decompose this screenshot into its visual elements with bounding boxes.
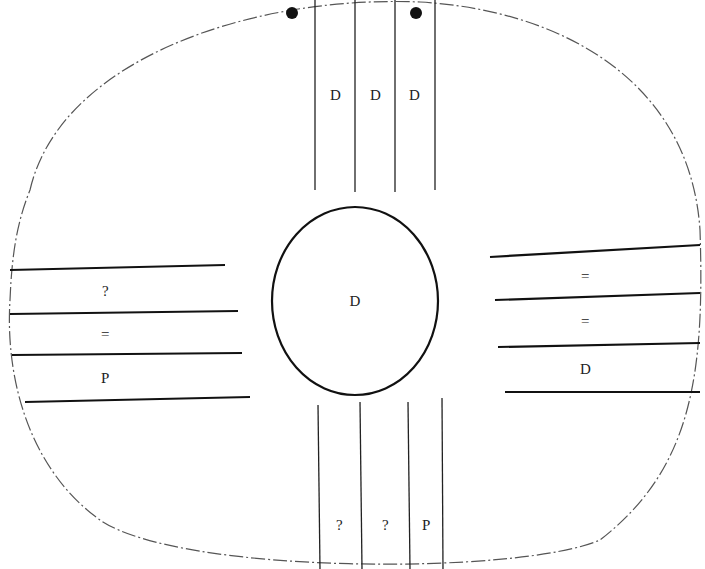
dot-marker [410,7,422,19]
stripe-mark: ? [381,518,390,533]
stripe-mark: ? [335,518,344,533]
stripe-mark: P [421,518,431,533]
top-stripes [315,0,435,192]
stripe-mark: D [408,88,421,103]
stripe-mark: D [579,362,592,377]
stripe-mark: = [100,327,110,342]
circle-label: D [350,294,361,309]
right-stripes [490,245,700,392]
stripe-mark: ? [101,284,110,299]
stripe-mark: = [580,269,590,284]
stripe-mark: D [329,88,342,103]
center-circle: D [270,205,440,397]
stripe-mark: P [100,371,110,386]
stripe-mark: D [369,88,382,103]
dot-marker [286,7,298,19]
stripe-mark: = [580,314,590,329]
bottom-stripes [318,398,443,569]
left-stripes [10,265,250,402]
